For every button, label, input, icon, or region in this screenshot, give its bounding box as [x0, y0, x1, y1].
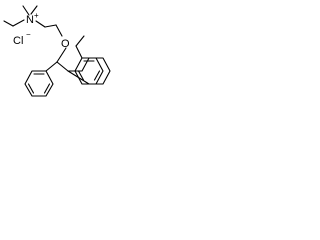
- phenyl-double-bond-2: [27, 83, 35, 94]
- chemical-structure: N + Cl − O: [3, 5, 111, 97]
- oxygen-label: O: [61, 38, 70, 50]
- linker-bond-c-o: [55, 24, 63, 37]
- tolyl-methyl-bond: [75, 45, 83, 59]
- n-methyl-bonds: [22, 5, 38, 16]
- n-ethyl-bond-1: [12, 19, 25, 27]
- tolyl-double-bond-3: [77, 70, 85, 81]
- phenyl-double-bond-3: [43, 83, 51, 94]
- phenyl-ring: [24, 70, 54, 97]
- nitrogen-charge: +: [34, 11, 39, 20]
- tolyl-hexagon: [67, 57, 104, 85]
- chloride-label: Cl: [13, 35, 23, 47]
- nitrogen-label: N: [26, 14, 34, 26]
- methine-tolyl-bond: [56, 61, 69, 72]
- linker-bond-c-c: [44, 24, 57, 28]
- ethylene-linker-bonds: [35, 20, 63, 37]
- methine-phenyl-bond: [45, 61, 58, 72]
- linker-bond-n-c: [35, 20, 46, 28]
- tolyl-double-bond-2: [93, 70, 101, 81]
- oxygen-methine-bond: [56, 47, 67, 63]
- n-ethyl-bonds: [3, 19, 25, 27]
- n-ethyl-bond-2: [3, 20, 14, 27]
- n-methyl-bond-right: [30, 5, 38, 15]
- tolyl-methyl-bond-2: [75, 35, 85, 47]
- chloride-charge: −: [26, 30, 31, 39]
- n-methyl-bond-left: [22, 5, 30, 16]
